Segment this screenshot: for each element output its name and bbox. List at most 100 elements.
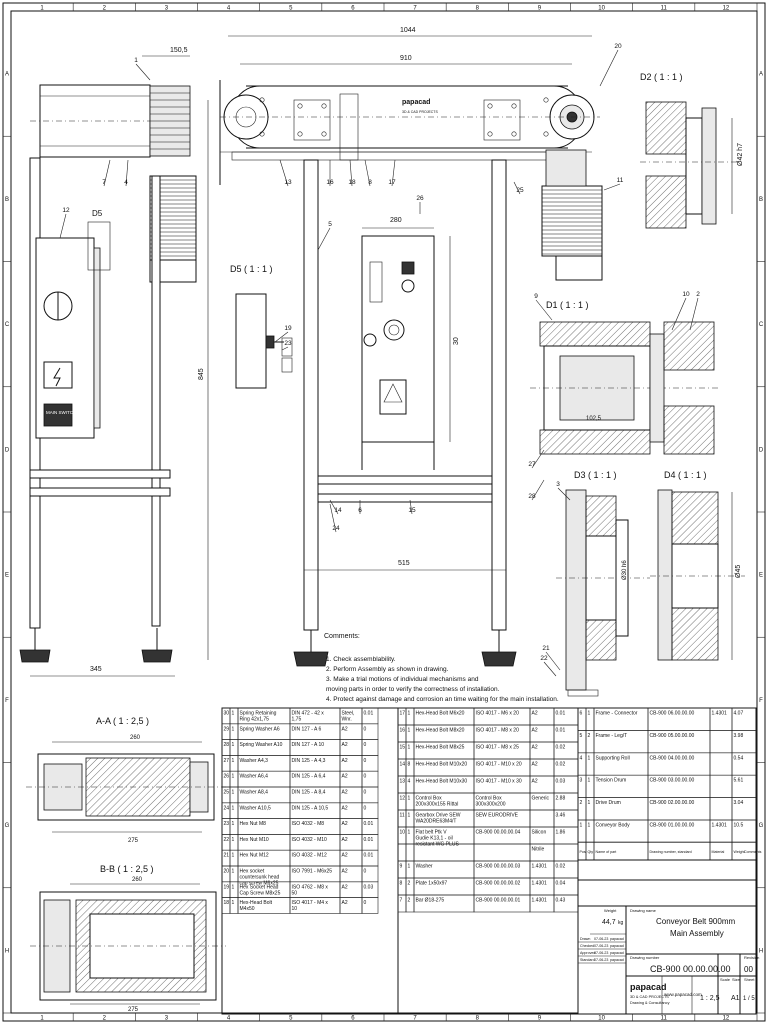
bom-cell-mat: A2 <box>342 884 348 890</box>
bom-cell-pos: 11 <box>400 813 405 819</box>
bom-cell-name: 200x300x155 Rittal <box>416 802 459 808</box>
detail-d5: D5 ( 1 : 1 ) <box>230 264 293 389</box>
bom-cell-name: Hex Nut M10 <box>240 837 269 843</box>
bom-cell-pos: 30 <box>224 711 230 717</box>
bom-cell-name: Ring 42x1,75 <box>240 717 270 723</box>
col-label: 11 <box>661 6 668 12</box>
bom-cell-std: DIN 125 - A 6,4 <box>292 774 326 780</box>
bom-cell-w: 0.03 <box>556 779 566 785</box>
comment-line: 3. Make a trial motions of individual me… <box>326 676 479 683</box>
dim-d4: Ø45 <box>735 565 742 578</box>
bom-cell-name: cap screw M6x25 <box>240 881 279 887</box>
bom-cell-std: ISO 4032 - M10 <box>292 837 328 843</box>
dim-bb-275: 275 <box>128 1007 139 1013</box>
row-label: D <box>759 447 764 453</box>
bom-cell-pos: 19 <box>224 884 230 890</box>
front-leg-left <box>303 159 319 631</box>
bom-cell-mat: A2 <box>532 762 538 768</box>
balloon-11: 11 <box>617 177 624 184</box>
comment-line: 1. Check assemblability. <box>326 656 396 663</box>
bom-cell-std: Control Box <box>476 796 503 802</box>
col-label: 6 <box>351 1016 355 1022</box>
sign-name: papacad <box>610 951 624 955</box>
bom-cell-std: DIN 125 - A 4,3 <box>292 758 326 764</box>
col-label: 1 <box>40 6 44 12</box>
bom-cell-name: Frame - Connector <box>596 711 638 717</box>
balloon-7: 7 <box>102 179 106 186</box>
bom-cell-pos: 25 <box>224 790 230 796</box>
balloon-27: 27 <box>528 461 536 468</box>
bom-cell-std: CB-900 03.00.00.00 <box>650 778 695 784</box>
row-label: G <box>759 823 764 829</box>
crossbar <box>29 469 171 479</box>
bom-cell-mat: A2 <box>532 745 538 751</box>
bom-cell-qty: 1 <box>232 837 235 843</box>
bom-cell-w: 10.5 <box>734 823 744 829</box>
bom-cell-pos: 17 <box>400 711 406 717</box>
bom-cell-std: ISO 4762 - M8 x <box>292 884 329 890</box>
col-label: 9 <box>538 1016 542 1022</box>
dim-515: 515 <box>398 560 410 567</box>
detail-d2-title: D2 ( 1 : 1 ) <box>640 72 683 82</box>
bom-cell-w: 0 <box>364 869 367 875</box>
bom-cell-pos: 16 <box>400 728 406 734</box>
bom-cell-std: SEW EURODRIVE <box>476 813 519 819</box>
bom-cell-std: DIN 472 - 42 x <box>292 711 325 717</box>
bom-cell-name: Frame - Leg/T <box>596 733 628 739</box>
bom-cell-mat: 1.4301 <box>532 881 548 887</box>
sign-date: 07-06-23 <box>594 937 608 941</box>
bom-cell-std: ISO 4017 - M6 x 20 <box>476 711 520 717</box>
balloon-8: 8 <box>368 179 372 186</box>
col-label: 9 <box>538 6 542 12</box>
dim-1044: 1044 <box>400 27 416 34</box>
bom-cell-pos: 24 <box>224 805 230 811</box>
bom-cell-pos: 27 <box>224 758 230 764</box>
weight-value: 44,7 <box>602 919 616 926</box>
bom-cell-name: Washer A8,4 <box>240 790 269 796</box>
bom-cell-std: ISO 4017 - M4 x <box>292 900 329 906</box>
front-leg-right <box>491 159 507 631</box>
sign-role: Checked <box>580 944 594 948</box>
bom-cell-qty: 1 <box>588 778 591 784</box>
dim-aa-260: 260 <box>130 735 141 741</box>
bom-cell-name: Washer A6,4 <box>240 774 269 780</box>
dim-bb-260: 260 <box>132 877 143 883</box>
bom-cell-name: Washer <box>416 864 433 870</box>
bom-cell-mat: Wnr. <box>342 717 352 723</box>
bom-cell-std: ISO 4017 - M10 x 20 <box>476 762 522 768</box>
bom-cell-w: 3.46 <box>556 813 566 819</box>
col-label: 6 <box>351 6 355 12</box>
bom-header: Material <box>712 850 725 854</box>
bom-cell-w: 0 <box>364 742 367 748</box>
bom-cell-std: 10 <box>292 906 298 912</box>
bom-cell-qty: 1 <box>232 742 235 748</box>
bom-cell-qty: 1 <box>232 790 235 796</box>
bom-cell-w: 0.01 <box>556 711 566 717</box>
col-label: 7 <box>413 6 417 12</box>
bom-cell-pos: 26 <box>224 774 230 780</box>
bom-header: Qty <box>588 850 594 854</box>
balloon-2: 2 <box>696 291 700 298</box>
company-name: papacad <box>630 982 667 992</box>
col-label: 12 <box>723 6 730 12</box>
sheet-label: Sheet <box>744 977 755 982</box>
balloon-26: 26 <box>416 195 424 202</box>
bom-cell-std: CB-900 01.00.00.00 <box>650 823 695 829</box>
weight-label: Weight <box>604 908 617 913</box>
col-label: 3 <box>165 6 169 12</box>
bom-cell-std: CB-900 00.00.00.01 <box>476 898 521 904</box>
bom-cell-pos: 22 <box>224 837 230 843</box>
bom-cell-mat: A2 <box>342 821 348 827</box>
bom-cell-mat: A2 <box>342 742 348 748</box>
col-label: 11 <box>661 1016 668 1022</box>
bom-cell-std: DIN 125 - A 8,4 <box>292 790 326 796</box>
row-label: E <box>759 573 763 579</box>
bom-cell-std: ISO 4032 - M8 <box>292 821 325 827</box>
row-label: A <box>759 72 763 78</box>
bom-cell-std: CB-900 04.00.00.00 <box>650 755 695 761</box>
col-label: 4 <box>227 6 231 12</box>
bom-cell-pos: 6 <box>580 711 583 717</box>
bom-cell-mat: A2 <box>532 711 538 717</box>
bom-cell-w: 5.61 <box>734 778 744 784</box>
